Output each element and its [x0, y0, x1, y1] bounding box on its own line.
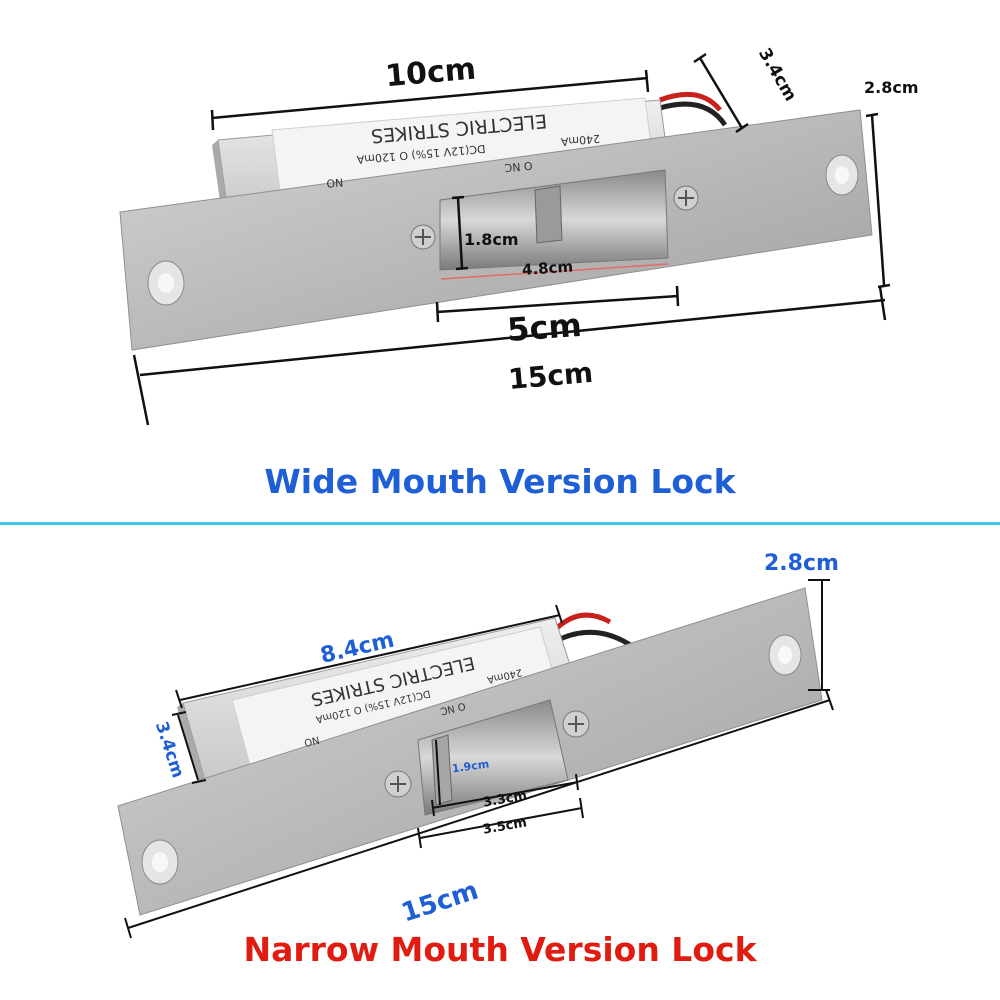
wide-dim-plate-width: 2.8cm — [864, 78, 919, 97]
wide-label-line3: 240mA — [560, 132, 601, 148]
wide-dim-mouth-inner: 4.8cm — [521, 257, 573, 279]
wide-dim-body-length: 10cm — [384, 52, 478, 95]
wide-label-nc: O NC — [504, 159, 533, 174]
wide-latch — [534, 185, 563, 244]
wide-lock-image — [119, 91, 873, 351]
narrow-dim-plate-width: 2.8cm — [764, 551, 839, 576]
wide-version-caption: Wide Mouth Version Lock — [264, 462, 736, 501]
wide-dim-plate-length: 15cm — [507, 356, 594, 396]
narrow-latch — [431, 734, 453, 806]
wide-dimension-lines — [132, 52, 891, 426]
narrow-label-no: NO — [303, 733, 321, 747]
narrow-mouth-cavity — [417, 699, 569, 816]
wide-red-measure — [440, 263, 669, 280]
wide-wire-red — [659, 91, 722, 112]
narrow-dim-mouth-depth: 1.9cm — [451, 757, 490, 775]
wide-dim-body-height: 3.4cm — [754, 45, 800, 105]
section-divider — [0, 522, 1000, 525]
narrow-lock-image — [117, 587, 823, 916]
narrow-dim-mouth-outer: 3.5cm — [482, 815, 528, 837]
wide-wire-black — [659, 101, 728, 127]
wide-lock-body-side — [212, 140, 228, 215]
narrow-lock-body-side — [177, 703, 205, 783]
wide-dimension-labels: 10cm 3.4cm 2.8cm 1.8cm 4.8cm 5cm 15cm — [384, 45, 919, 396]
wide-label-no: NO — [325, 175, 343, 189]
wide-dim-mouth-depth: 1.8cm — [464, 230, 519, 249]
narrow-wire-red — [553, 612, 612, 632]
narrow-version-caption: Narrow Mouth Version Lock — [243, 930, 757, 969]
narrow-dimension-lines — [124, 579, 834, 939]
narrow-dim-plate-length: 15cm — [398, 876, 482, 929]
wide-dim-mouth-outer: 5cm — [506, 306, 583, 349]
